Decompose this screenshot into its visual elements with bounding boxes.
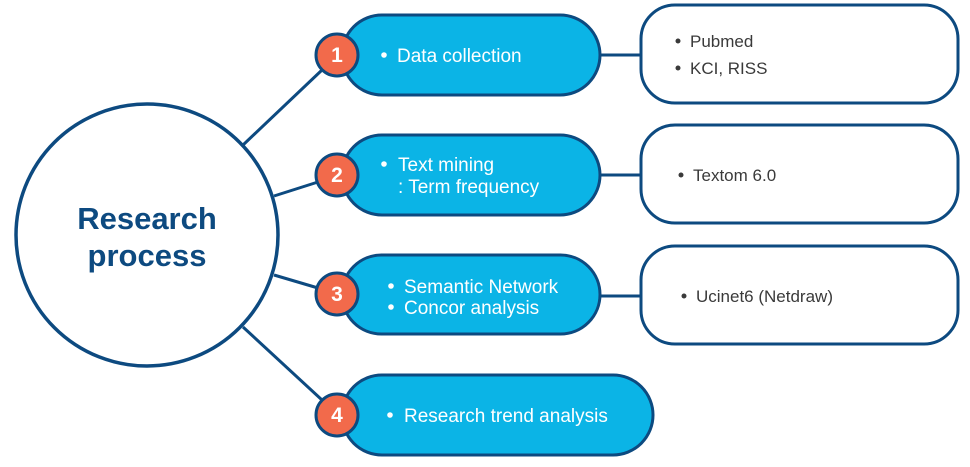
hub-circle	[14, 102, 280, 368]
bullet-icon	[678, 172, 684, 178]
bullet-icon	[381, 52, 387, 58]
bullet-icon	[675, 65, 681, 71]
tool-item: Ucinet6 (Netdraw)	[696, 287, 833, 306]
hub-title-line-1: Research	[77, 201, 217, 236]
tools-box-1-frame	[639, 3, 960, 105]
tool-item: Textom 6.0	[693, 166, 776, 185]
step-2-label-line-2: : Term frequency	[398, 177, 540, 198]
step-3-badge	[314, 271, 360, 317]
step-1-number: 1	[331, 44, 343, 67]
connector-hub-step-4	[241, 325, 324, 402]
step-2-badge	[314, 152, 360, 198]
tool-item: Pubmed	[690, 32, 753, 51]
step-3-number: 3	[331, 283, 343, 306]
step-4-label-line-1: Research trend analysis	[404, 406, 608, 427]
hub-title-line-2: process	[88, 238, 207, 273]
tools-box-3-frame	[639, 244, 960, 346]
step-1-label-line-1: Data collection	[397, 46, 522, 67]
connector-hub-step-1	[241, 68, 324, 147]
tools-box-step-2: Textom 6.0	[639, 123, 960, 225]
step-1-badge	[314, 32, 360, 78]
step-3: 3 Semantic Network Concor analysis	[314, 253, 602, 336]
bullet-icon	[388, 283, 394, 289]
step-2: 2 Text mining : Term frequency	[314, 133, 602, 217]
connector-hub-step-2	[273, 180, 319, 198]
bullet-icon	[388, 304, 394, 310]
step-3-label-line-1: Semantic Network	[404, 277, 559, 298]
hub-node: Research process	[14, 102, 280, 368]
bullet-icon	[681, 293, 687, 299]
step-2-label-line-1: Text mining	[398, 155, 494, 176]
tools-box-step-3: Ucinet6 (Netdraw)	[639, 244, 960, 346]
tools-box-2-frame	[639, 123, 960, 225]
tools-box-step-1: Pubmed KCI, RISS	[639, 3, 960, 105]
bullet-icon	[675, 38, 681, 44]
bullet-icon	[381, 161, 387, 167]
connector-hub-step-3	[273, 273, 319, 290]
bullet-icon	[387, 412, 393, 418]
step-3-label-line-2: Concor analysis	[404, 298, 539, 319]
step-4-number: 4	[331, 404, 343, 427]
step-4-badge	[314, 392, 360, 438]
tool-item: KCI, RISS	[690, 59, 767, 78]
step-4: 4 Research trend analysis	[314, 373, 655, 457]
step-2-number: 2	[331, 164, 343, 187]
step-1: 1 Data collection	[314, 13, 602, 97]
